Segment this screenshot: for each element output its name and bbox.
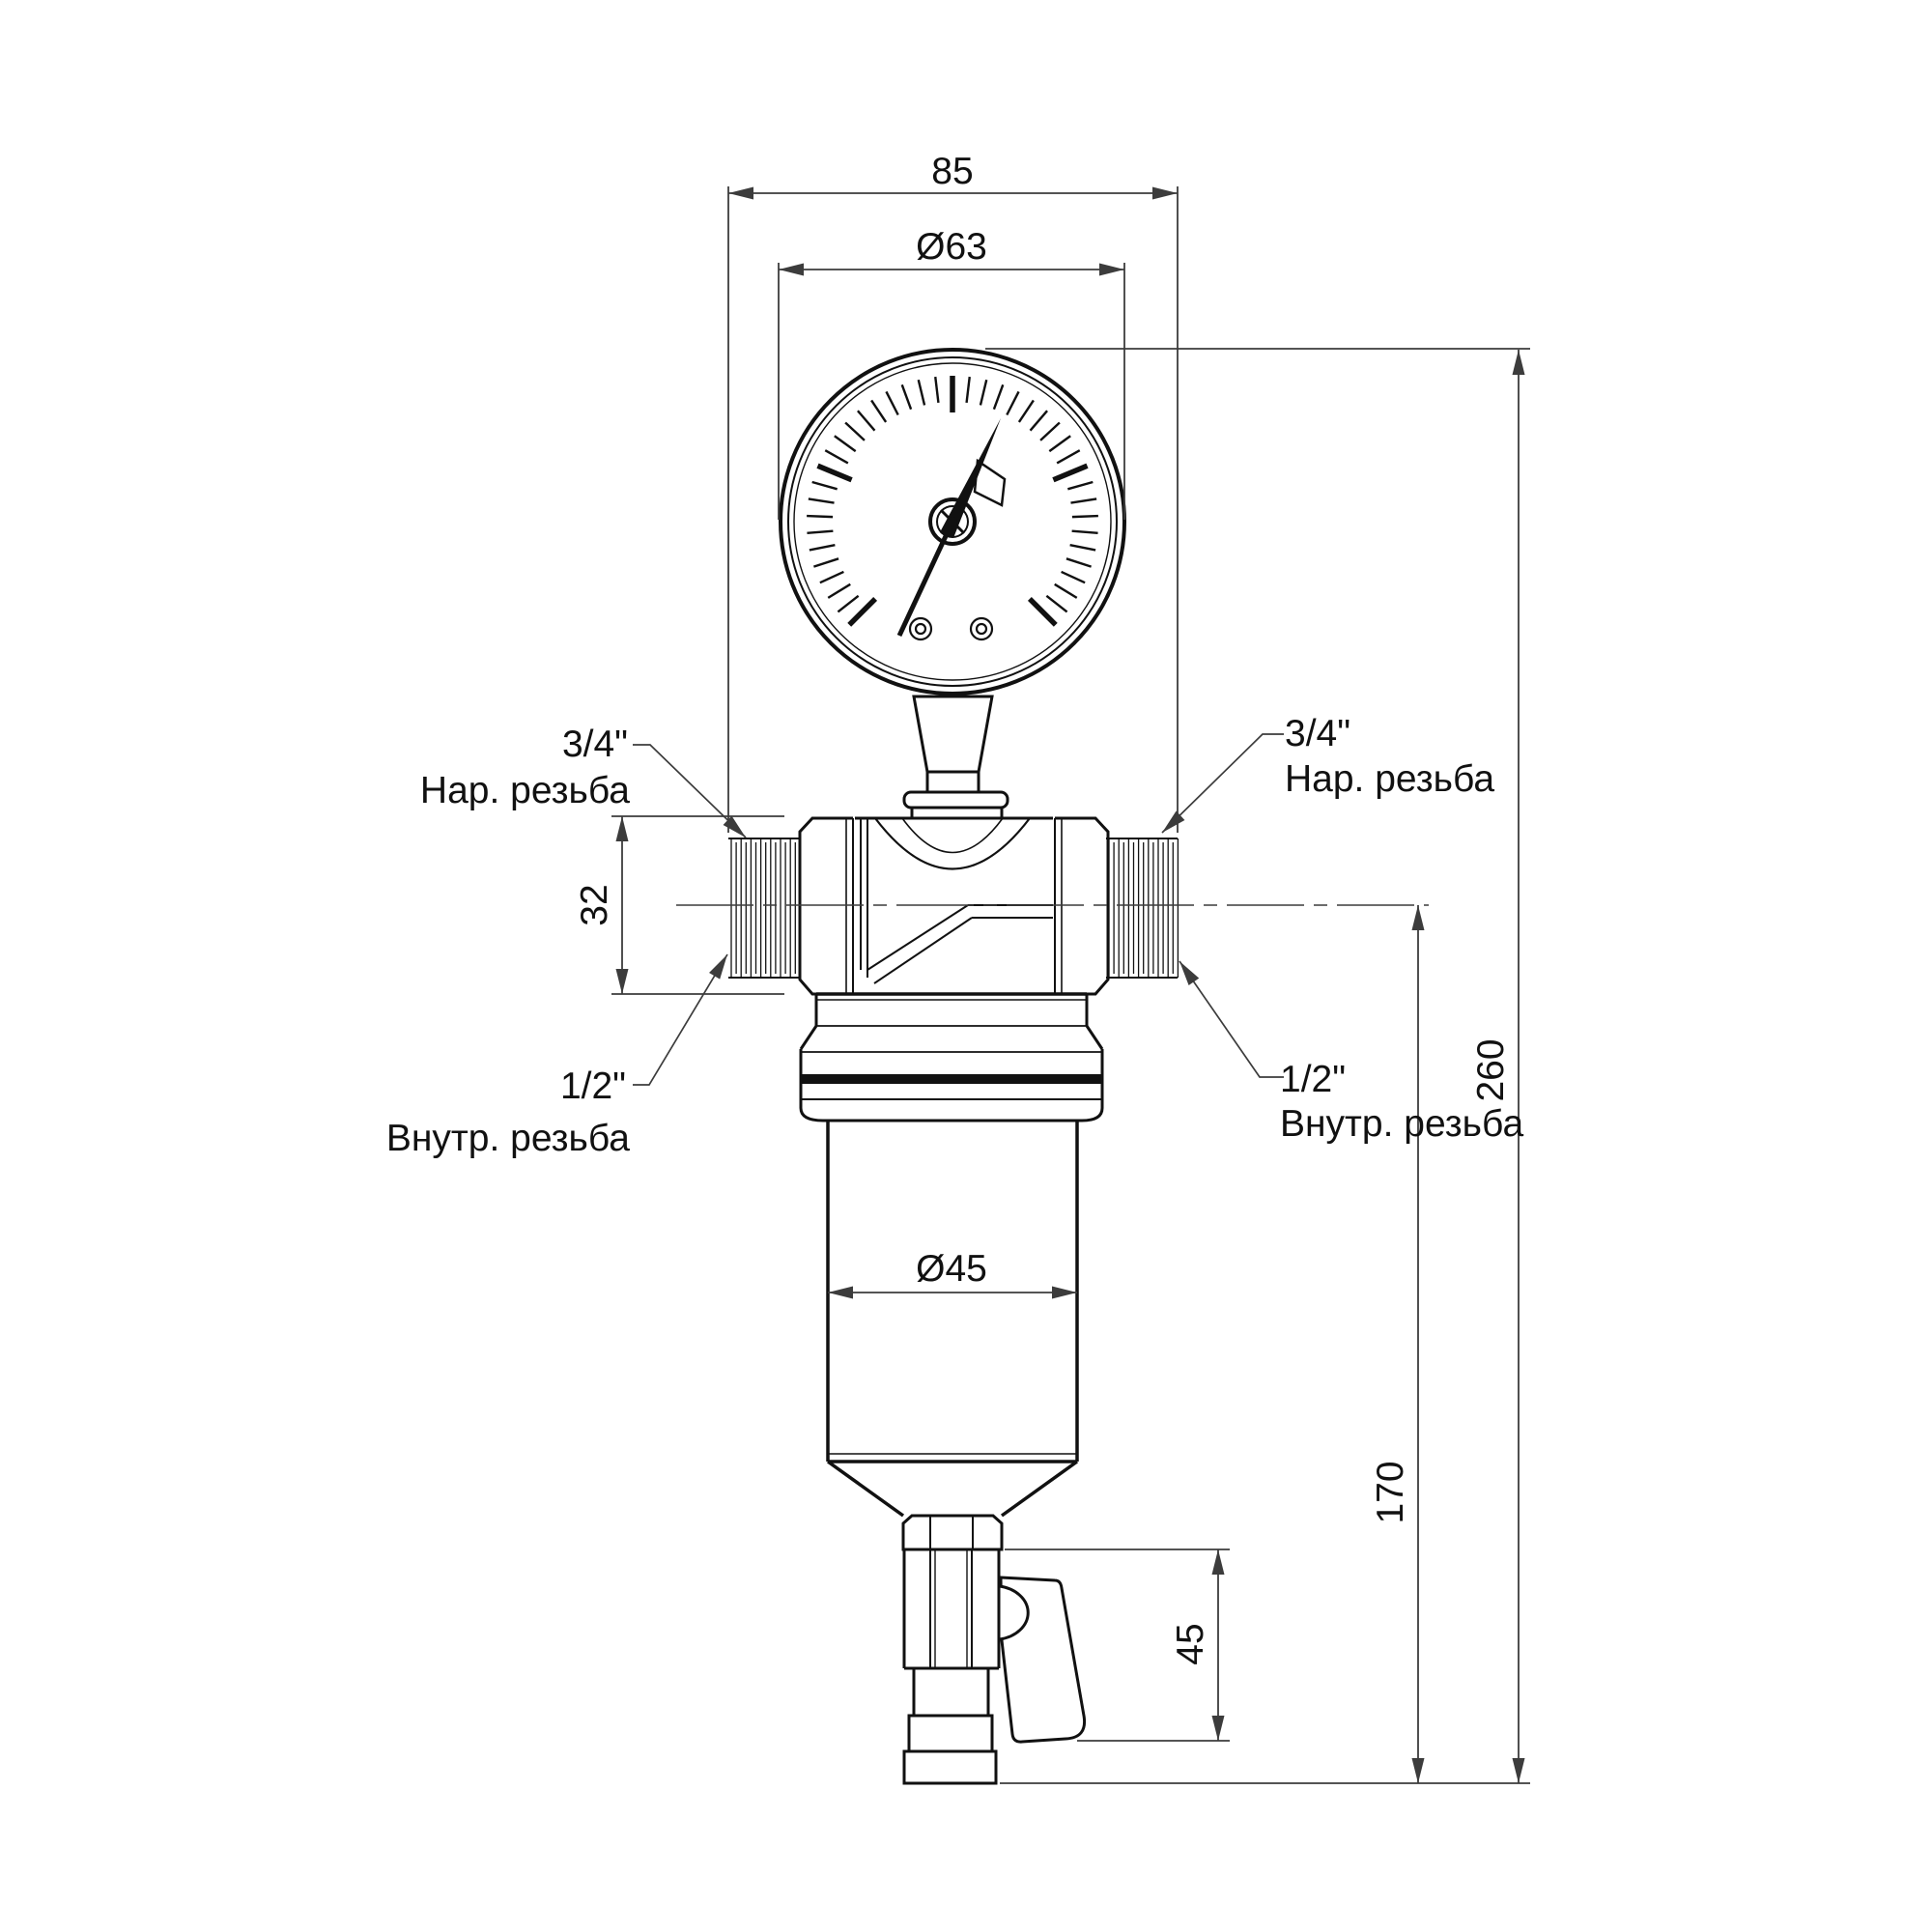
dim-text-45-drain: 45 — [1170, 1623, 1211, 1664]
dim-text-32: 32 — [574, 884, 615, 925]
arrowhead — [1179, 961, 1200, 986]
dimension-lines — [611, 186, 1530, 1784]
drain-hex-nut — [901, 1514, 1004, 1551]
leader-left-34 — [633, 744, 747, 838]
label-right-34-size: 3/4" — [1285, 713, 1350, 754]
drain-handle-hub — [999, 1584, 1030, 1641]
pressure-gauge — [779, 348, 1126, 818]
dim-85 — [727, 186, 1179, 833]
drain-valve — [901, 1514, 1087, 1785]
arrowhead — [1052, 1286, 1077, 1299]
union-nut-left — [798, 816, 853, 996]
dimension-arrowheads — [615, 186, 1525, 1783]
arrowhead — [1162, 810, 1185, 833]
gauge-needle-stop — [973, 458, 1007, 507]
arrowhead — [1411, 1758, 1425, 1783]
arrowhead — [1211, 1549, 1225, 1575]
label-left-34-type: Нар. резьба — [420, 770, 630, 811]
gauge-hub — [928, 497, 977, 546]
label-left-34-size: 3/4" — [562, 724, 628, 765]
gauge-inner-ring — [793, 362, 1112, 681]
arrowhead — [615, 969, 629, 994]
tee-body — [728, 816, 1179, 996]
dim-260 — [985, 348, 1530, 1784]
drain-band — [907, 1714, 994, 1753]
gauge-stem — [902, 695, 1009, 818]
dim-text-45-bowl: Ø45 — [916, 1248, 987, 1290]
arrowhead — [1099, 263, 1124, 276]
union-nut-right — [1055, 816, 1110, 996]
arrowhead — [1512, 350, 1525, 375]
arrowhead — [1411, 905, 1425, 930]
dim-45-drain — [1005, 1548, 1230, 1742]
arrowhead — [709, 954, 727, 980]
drain-cap — [902, 1749, 998, 1785]
dim-text-170: 170 — [1370, 1461, 1411, 1523]
body-dome-arc-inner — [901, 817, 1004, 854]
dim-text-63: Ø63 — [916, 226, 987, 268]
leader-left-12 — [633, 953, 728, 1086]
gauge-middle-ring — [787, 356, 1118, 687]
arrowhead — [1211, 1716, 1225, 1741]
filter-bowl — [826, 1121, 1079, 1518]
leader-right-34 — [1161, 733, 1284, 834]
drain-step — [912, 1666, 990, 1718]
gauge-outer-ring — [779, 348, 1126, 696]
filter-head — [799, 992, 1104, 1122]
label-right-12-size: 1/2" — [1280, 1059, 1346, 1100]
leader-lines — [633, 733, 1284, 1086]
gauge-screws — [908, 616, 994, 641]
drain-handle — [999, 1576, 1087, 1744]
arrowhead — [723, 815, 746, 838]
arrowhead — [1152, 186, 1178, 200]
dim-text-260: 260 — [1470, 1038, 1512, 1101]
gauge-tick-marks — [807, 376, 1098, 627]
thread-left — [728, 838, 802, 979]
bowl-funnel-left — [826, 1460, 905, 1518]
dim-text-85: 85 — [931, 151, 973, 192]
label-right-34-type: Нар. резьба — [1285, 758, 1494, 800]
body-internal-funnel — [860, 819, 1053, 984]
bowl-funnel-right — [1000, 1460, 1079, 1518]
body-dome-arc-outer — [874, 817, 1031, 870]
arrowhead — [828, 1286, 853, 1299]
dim-63 — [778, 263, 1125, 520]
drain-cylinder — [902, 1549, 1001, 1670]
label-left-12-type: Внутр. резьба — [386, 1118, 630, 1159]
gauge-needle — [896, 418, 1007, 638]
thread-right — [1106, 838, 1179, 979]
label-left-12-size: 1/2" — [560, 1065, 626, 1107]
arrowhead — [779, 263, 804, 276]
arrowhead — [1512, 1758, 1525, 1783]
leader-right-12 — [1179, 960, 1284, 1078]
dim-32 — [611, 815, 784, 995]
arrowhead — [728, 186, 753, 200]
label-right-12-type: Внутр. резьба — [1280, 1103, 1523, 1145]
arrowhead — [615, 816, 629, 841]
